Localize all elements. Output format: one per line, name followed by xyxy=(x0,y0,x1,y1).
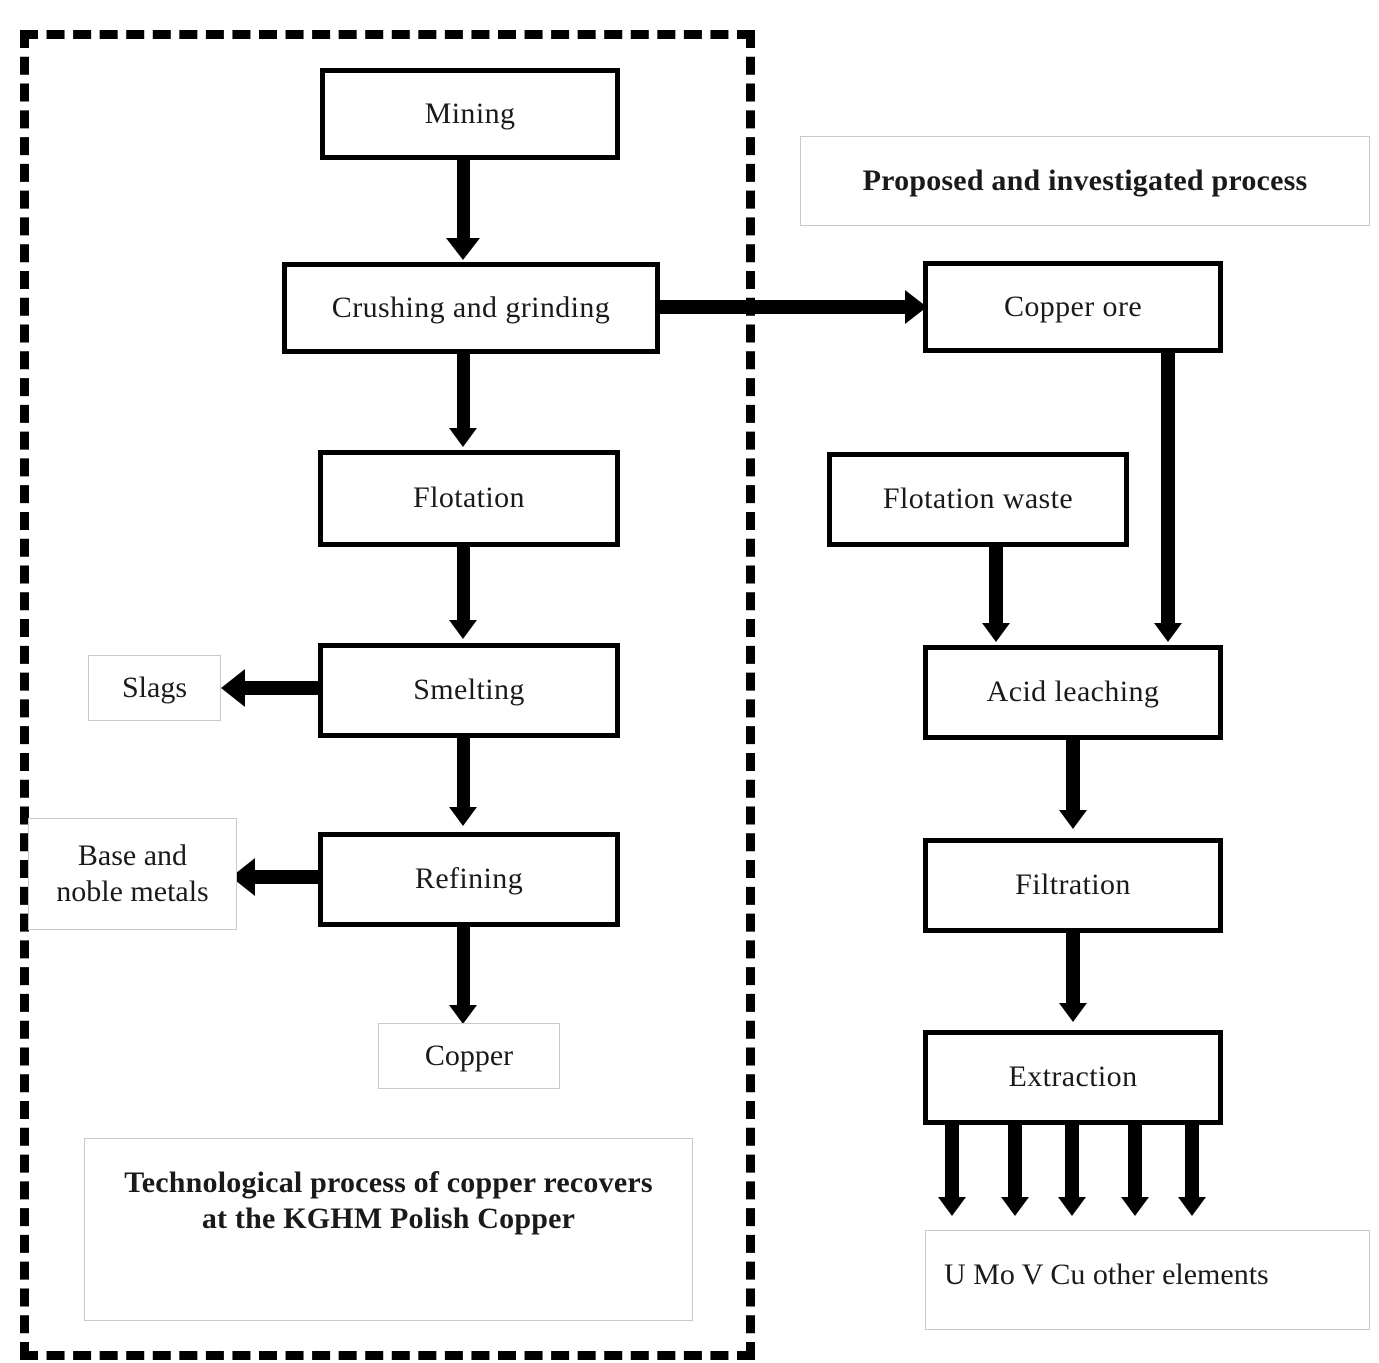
node-mining-label: Mining xyxy=(424,96,516,130)
node-copper-label: Copper xyxy=(424,1039,514,1072)
node-refining-label: Refining xyxy=(414,862,524,896)
arrow-crushing-to-flotation-head xyxy=(449,428,477,447)
node-filtration[interactable]: Filtration xyxy=(923,838,1223,933)
arrow-flotation-to-smelting-head xyxy=(449,620,477,639)
node-base-and-noble-metals[interactable]: Base and noble metals xyxy=(28,818,237,930)
node-flotation[interactable]: Flotation xyxy=(318,450,620,547)
node-base-and-noble-metals-label: Base and noble metals xyxy=(56,839,209,908)
arrow-flotation-to-smelting-shaft xyxy=(457,547,470,623)
arrow-extraction-out-4-shaft xyxy=(1128,1125,1142,1200)
node-smelting[interactable]: Smelting xyxy=(318,643,620,738)
arrow-extraction-out-5-shaft xyxy=(1185,1125,1199,1200)
arrow-smelting-to-refining-shaft xyxy=(457,738,470,810)
arrow-filtration-to-extraction-head xyxy=(1059,1003,1087,1022)
arrow-acid-leaching-to-filtration-shaft xyxy=(1066,740,1080,812)
node-copper[interactable]: Copper xyxy=(378,1023,560,1089)
arrow-extraction-out-2-shaft xyxy=(1008,1125,1022,1200)
arrow-extraction-out-3-shaft xyxy=(1065,1125,1079,1200)
arrow-refining-to-metals-shaft xyxy=(254,870,321,884)
arrow-crushing-to-copper-ore-shaft xyxy=(660,300,908,314)
right-panel-title-box: Proposed and investigated process xyxy=(800,136,1370,226)
arrow-copper-ore-to-acid-leaching-shaft xyxy=(1161,353,1175,625)
left-panel-title-box: Technological process of copper recovers… xyxy=(84,1138,693,1321)
arrow-extraction-out-4-head xyxy=(1121,1197,1149,1216)
arrow-flotation-waste-to-acid-leaching-head xyxy=(982,623,1010,642)
node-copper-ore-label: Copper ore xyxy=(1003,289,1143,323)
node-smelting-label: Smelting xyxy=(413,673,525,707)
node-acid-leaching[interactable]: Acid leaching xyxy=(923,645,1223,740)
arrow-refining-to-copper-shaft xyxy=(457,927,470,1009)
arrow-copper-ore-to-acid-leaching-head xyxy=(1154,623,1182,642)
arrow-crushing-to-copper-ore-head xyxy=(905,290,927,324)
arrow-mining-to-crushing-head xyxy=(446,238,480,260)
arrow-smelting-to-refining-head xyxy=(449,807,477,826)
existing-process-boundary xyxy=(20,30,755,1360)
arrow-extraction-out-2-head xyxy=(1001,1197,1029,1216)
node-extraction-label: Extraction xyxy=(1008,1060,1138,1094)
right-panel-title-text: Proposed and investigated process xyxy=(862,164,1308,197)
node-slags[interactable]: Slags xyxy=(88,655,221,721)
node-output-elements-label: U Mo V Cu other elements xyxy=(944,1258,1269,1291)
arrow-extraction-out-5-head xyxy=(1178,1197,1206,1216)
arrow-extraction-out-1-shaft xyxy=(945,1125,959,1200)
node-copper-ore[interactable]: Copper ore xyxy=(923,261,1223,353)
arrow-extraction-out-1-head xyxy=(938,1197,966,1216)
arrow-filtration-to-extraction-shaft xyxy=(1066,933,1080,1005)
arrow-smelting-to-slags-head xyxy=(221,669,245,707)
node-output-elements[interactable]: U Mo V Cu other elements xyxy=(925,1230,1370,1330)
node-crushing-and-grinding-label: Crushing and grinding xyxy=(331,290,611,324)
arrow-mining-to-crushing-shaft xyxy=(457,160,470,240)
node-flotation-waste[interactable]: Flotation waste xyxy=(827,452,1129,547)
node-acid-leaching-label: Acid leaching xyxy=(986,675,1160,709)
node-flotation-waste-label: Flotation waste xyxy=(882,482,1074,516)
node-filtration-label: Filtration xyxy=(1015,868,1131,902)
node-slags-label: Slags xyxy=(121,671,187,704)
arrow-refining-to-copper-head xyxy=(449,1005,477,1024)
node-extraction[interactable]: Extraction xyxy=(923,1030,1223,1125)
arrow-crushing-to-flotation-shaft xyxy=(457,354,470,430)
node-crushing-and-grinding[interactable]: Crushing and grinding xyxy=(282,262,660,354)
arrow-smelting-to-slags-shaft xyxy=(243,681,321,695)
arrow-extraction-out-3-head xyxy=(1058,1197,1086,1216)
node-flotation-label: Flotation xyxy=(413,481,525,515)
arrow-acid-leaching-to-filtration-head xyxy=(1059,810,1087,829)
node-refining[interactable]: Refining xyxy=(318,832,620,927)
arrow-flotation-waste-to-acid-leaching-shaft xyxy=(989,547,1003,625)
node-mining[interactable]: Mining xyxy=(320,68,620,160)
left-panel-title-text: Technological process of copper recovers… xyxy=(124,1166,653,1235)
